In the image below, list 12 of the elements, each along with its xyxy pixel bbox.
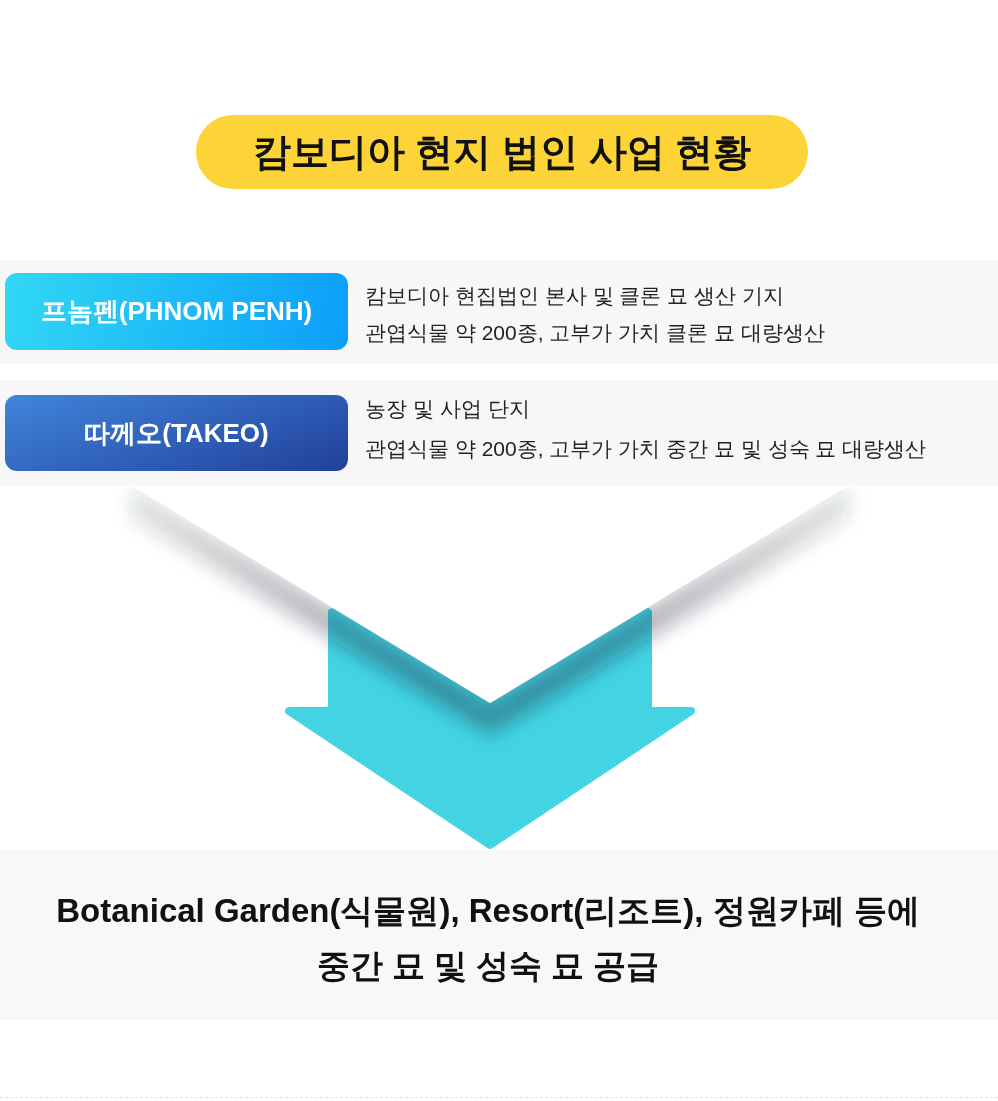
description-text: 농장 및 사업 단지 (365, 396, 530, 422)
description-text: 캄보디아 현집법인 본사 및 클론 묘 생산 기지 (365, 283, 784, 309)
title-banner: 캄보디아 현지 법인 사업 현황 (196, 115, 808, 189)
location-pill: 프놈펜(PHNOM PENH) (5, 273, 348, 350)
summary-text: Botanical Garden(식물원), Resort(리조트), 정원카페 등에 중간 묘 및 성숙 묘 공급 (55, 891, 921, 986)
info-band (0, 260, 998, 364)
result-band (0, 850, 998, 1020)
description-text: 관엽식물 약 200종, 고부가 가치 클론 묘 대량생산 (365, 320, 825, 346)
location-pill: 따께오(TAKEO) (5, 395, 348, 471)
description-text: 관엽식물 약 200종, 고부가 가치 중간 묘 및 성숙 묘 대량생산 (365, 436, 927, 462)
info-band (0, 380, 998, 486)
arrow (131, 486, 849, 849)
